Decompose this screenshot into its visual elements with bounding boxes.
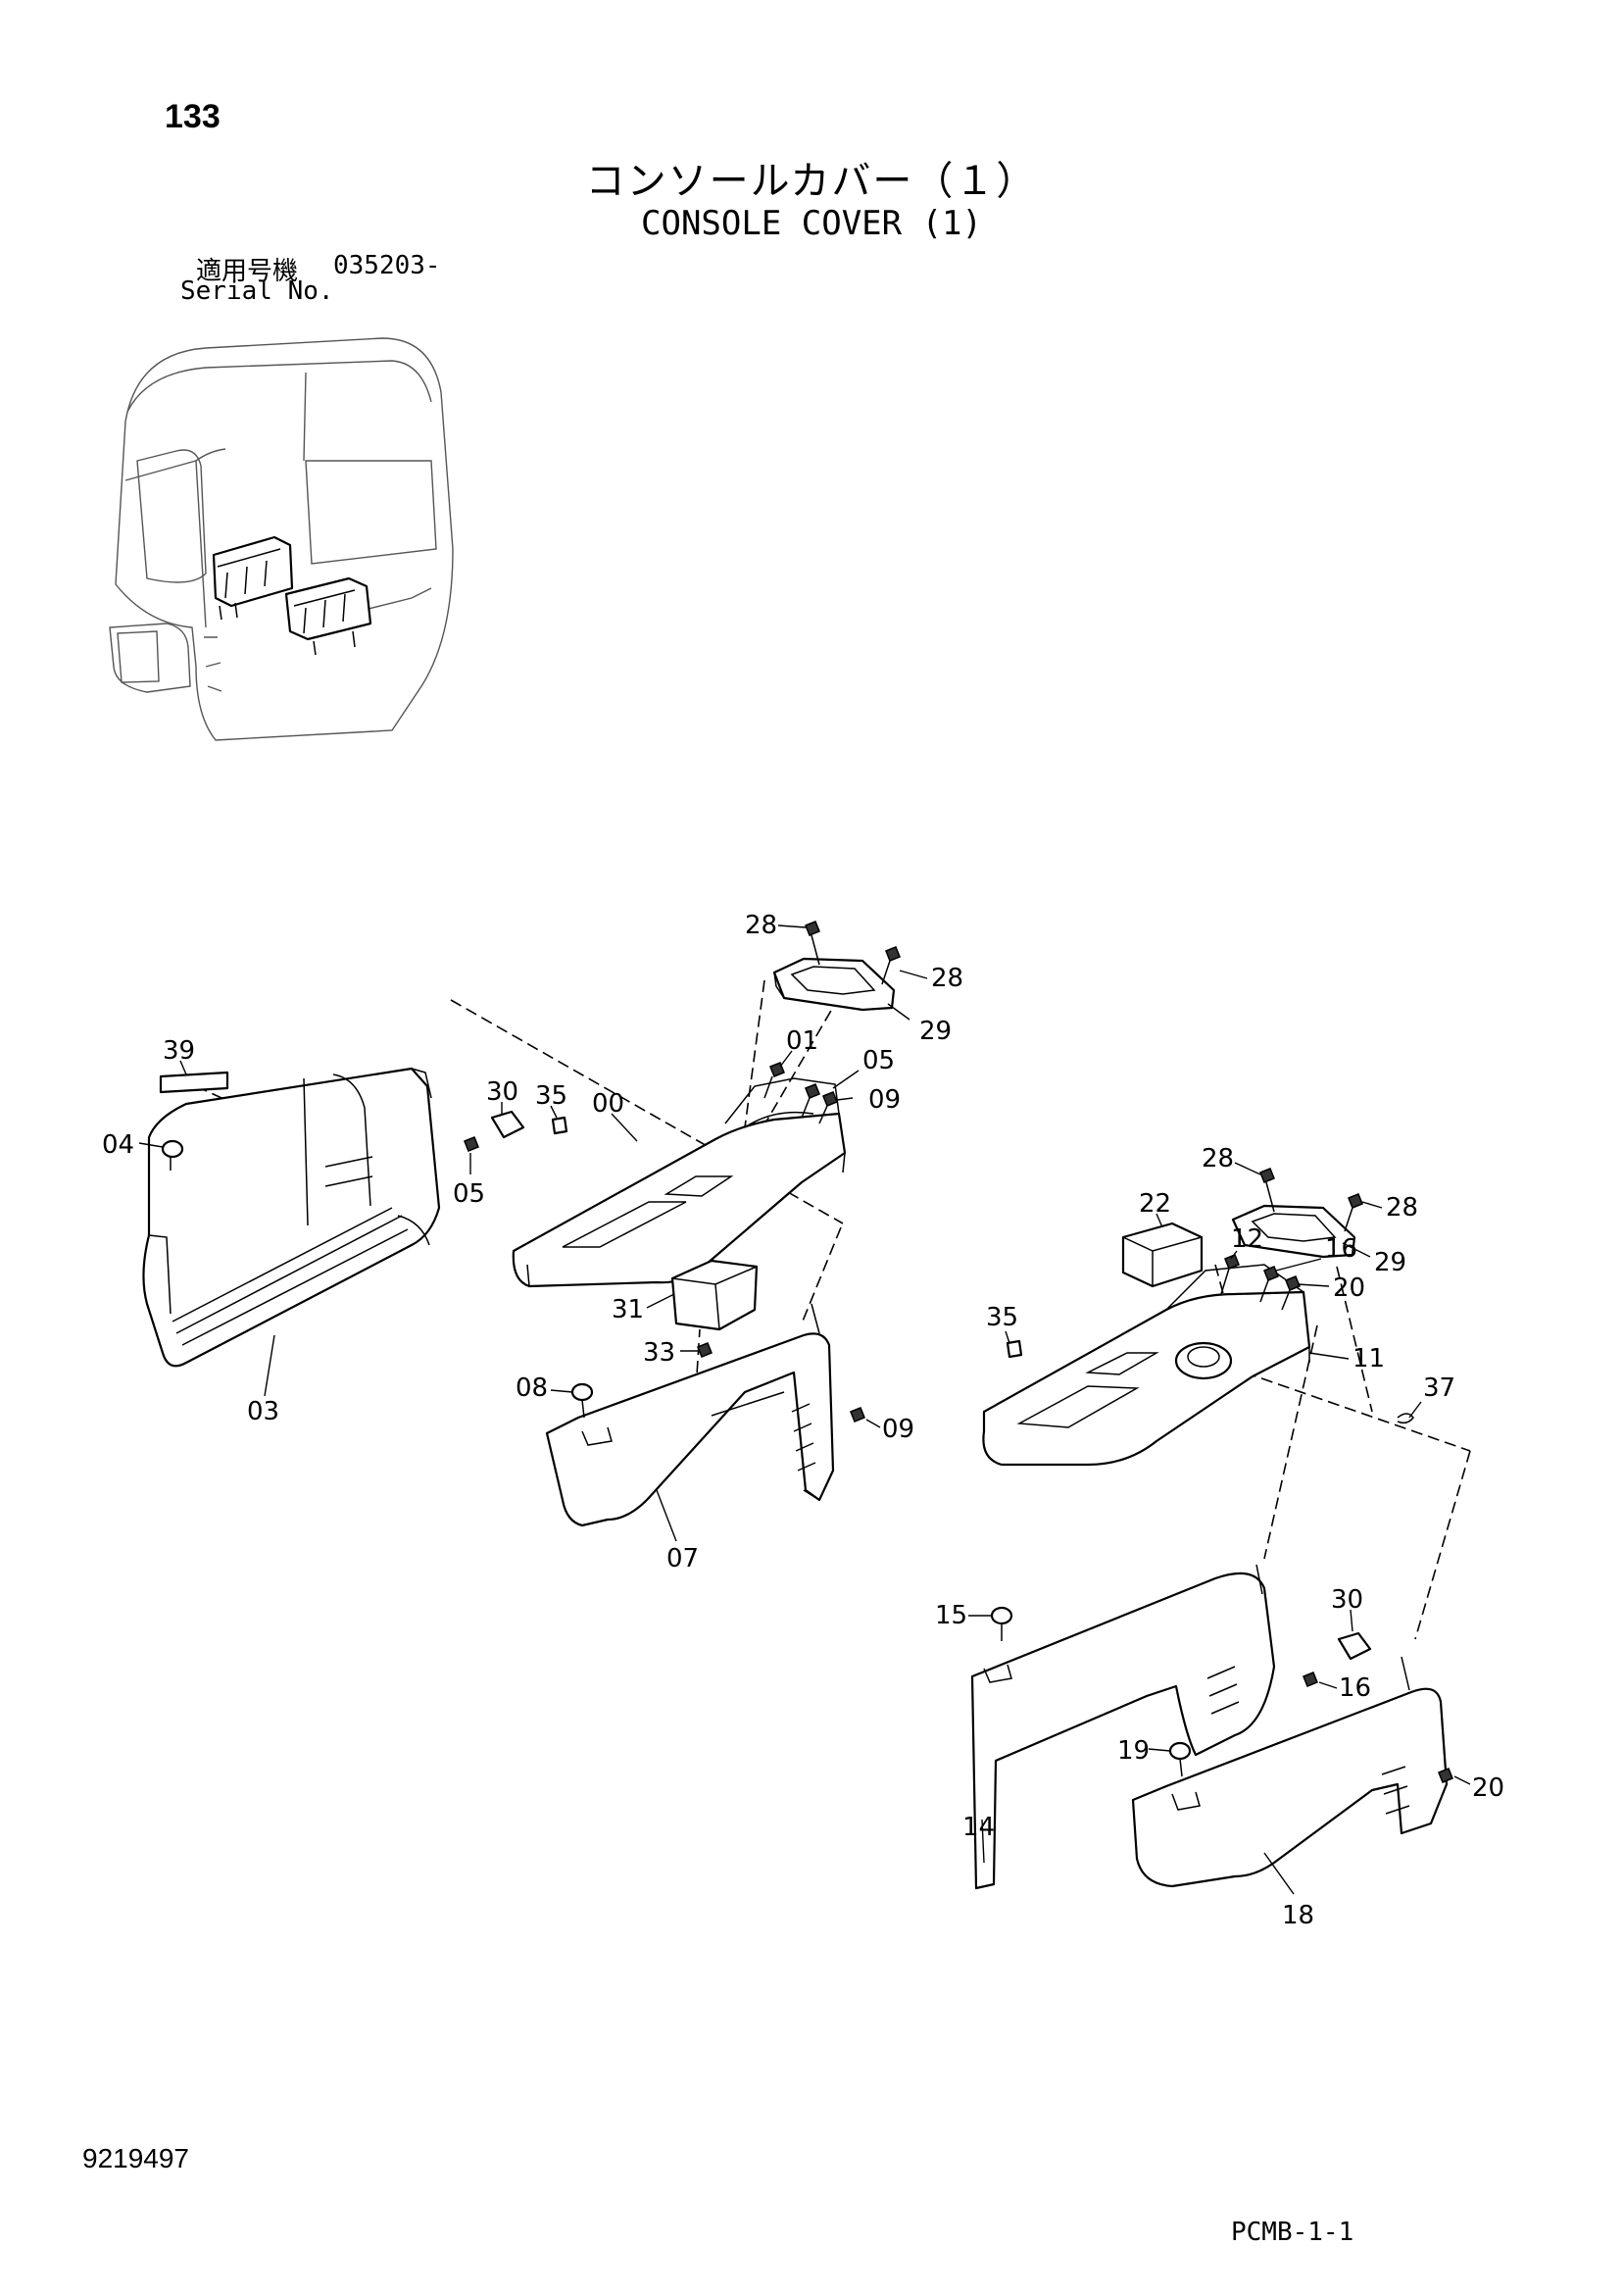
part-35-cap-left: [551, 1116, 568, 1135]
callout-29: 29: [1374, 1248, 1406, 1277]
serial-value: 035203-: [333, 251, 441, 280]
callout-leader-lines: [138, 924, 1471, 1895]
callout-20: 20: [1333, 1273, 1365, 1303]
callout-31: 31: [612, 1295, 644, 1324]
part-05-nut: [464, 1136, 479, 1152]
part-04-clip: [161, 1139, 184, 1171]
callout-07: 07: [666, 1544, 699, 1573]
callout-05: 05: [862, 1046, 895, 1075]
part-31-cup-holder: [670, 1259, 759, 1358]
part-11-console-top-right: [982, 1264, 1311, 1467]
callout-33: 33: [643, 1338, 675, 1368]
callout-28: 28: [1386, 1193, 1418, 1223]
part-07-front-lower-cover: [545, 1303, 835, 1527]
callout-12: 12: [1231, 1224, 1263, 1254]
part-37-clip: [1397, 1413, 1414, 1424]
part-03-left-side-cover: [142, 1067, 441, 1368]
callout-09: 09: [868, 1085, 901, 1115]
part-20-bolt: [1438, 1768, 1453, 1783]
part-18-side-lower-cover: [1131, 1656, 1449, 1888]
page-title-english: CONSOLE COVER (1): [641, 204, 982, 243]
callout-11: 11: [1352, 1344, 1385, 1373]
callout-labels: 28 28 29 01 05 09 39 04 30 35 00 05 31 3…: [102, 911, 1504, 1930]
callout-28: 28: [1202, 1144, 1234, 1173]
callout-35: 35: [535, 1081, 567, 1111]
part-09-bolt: [850, 1407, 865, 1423]
part-16-nut: [1303, 1672, 1318, 1687]
screws-01-05-09: [763, 1062, 838, 1124]
page-number: 133: [165, 98, 221, 135]
callout-35: 35: [986, 1303, 1018, 1332]
part-19-clip: [1168, 1741, 1192, 1777]
part-08-clip: [570, 1382, 594, 1419]
callout-09: 09: [882, 1415, 914, 1444]
callout-22: 22: [1139, 1189, 1171, 1219]
callout-03: 03: [247, 1397, 279, 1426]
callout-28: 28: [745, 911, 777, 940]
part-22-display-box: [1121, 1222, 1204, 1288]
callout-01: 01: [786, 1026, 818, 1056]
page-title-japanese: コンソールカバー（１）: [585, 159, 1038, 204]
callout-37: 37: [1423, 1373, 1455, 1403]
part-30-switch-right: [1337, 1631, 1372, 1661]
callout-20: 20: [1472, 1773, 1504, 1803]
callout-15: 15: [935, 1601, 967, 1630]
part-30-switch-left: [490, 1110, 525, 1139]
serial-label-english: Serial No.: [180, 276, 334, 306]
callout-05: 05: [453, 1179, 485, 1209]
callout-00: 00: [592, 1089, 624, 1119]
part-15-clip: [990, 1606, 1013, 1641]
part-29-top-bezel: [772, 957, 896, 1012]
callout-30: 30: [1331, 1585, 1363, 1615]
cab-locator-illustration: [109, 337, 454, 741]
callout-18: 18: [1282, 1901, 1314, 1930]
page-code: PCMB-1-1: [1231, 2218, 1354, 2247]
serial-label-japanese: 適用号機: [196, 257, 299, 286]
screws-28-left-console: [805, 921, 901, 985]
callout-39: 39: [163, 1036, 195, 1066]
screws-28-right-console: [1259, 1168, 1363, 1232]
callout-16: 16: [1339, 1673, 1371, 1703]
callout-04: 04: [102, 1130, 134, 1160]
callout-28: 28: [931, 964, 963, 993]
part-35-cap-right: [1006, 1339, 1023, 1359]
part-39-decal: [159, 1071, 229, 1094]
callout-19: 19: [1117, 1736, 1150, 1766]
screws-12-16-20: [1220, 1254, 1301, 1311]
callout-08: 08: [516, 1373, 548, 1403]
callout-30: 30: [486, 1077, 518, 1107]
document-number: 9219497: [82, 2143, 190, 2173]
callout-16: 16: [1325, 1234, 1357, 1264]
part-14-rear-lower-cover: [970, 1564, 1276, 1890]
callout-14: 14: [962, 1813, 995, 1842]
callout-29: 29: [919, 1017, 952, 1046]
part-29-top-bezel-right: [1231, 1204, 1356, 1259]
